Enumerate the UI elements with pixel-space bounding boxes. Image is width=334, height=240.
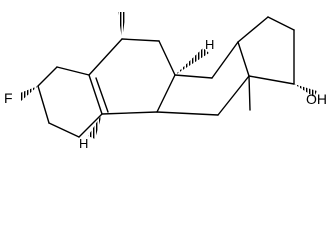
bond — [56, 66, 90, 76]
molecule-diagram: F OH H H — [4, 12, 327, 151]
bond — [156, 74, 176, 113]
methyl-bond — [248, 75, 251, 111]
bond — [88, 38, 123, 76]
bond — [37, 85, 50, 124]
hash-wedge-methyl — [118, 12, 126, 39]
bond — [48, 122, 80, 138]
hydrogen-label-top: H — [205, 37, 214, 52]
hydroxyl-label: OH — [306, 91, 327, 107]
bond — [237, 16, 269, 43]
bond — [101, 111, 158, 115]
bond — [121, 38, 160, 42]
bond-skeleton — [37, 16, 295, 138]
hydrogen-label-bottom: H — [79, 136, 88, 151]
bond — [156, 111, 219, 116]
bond — [211, 41, 239, 79]
bond — [267, 16, 295, 31]
hash-wedge-fluorine — [20, 86, 38, 101]
bond — [37, 66, 58, 87]
bond — [158, 40, 176, 76]
double-bond — [95, 77, 109, 113]
hashed-wedges — [20, 12, 317, 139]
bond — [174, 74, 213, 79]
hash-wedge-h-top — [175, 48, 209, 75]
hash-wedge-hydroxyl — [294, 84, 317, 97]
bond — [78, 113, 103, 138]
bond — [88, 74, 103, 115]
bond — [217, 75, 250, 116]
bond — [237, 41, 250, 77]
fluorine-label: F — [4, 90, 13, 106]
hash-wedge-h-bottom — [88, 114, 102, 139]
bond — [248, 75, 295, 85]
